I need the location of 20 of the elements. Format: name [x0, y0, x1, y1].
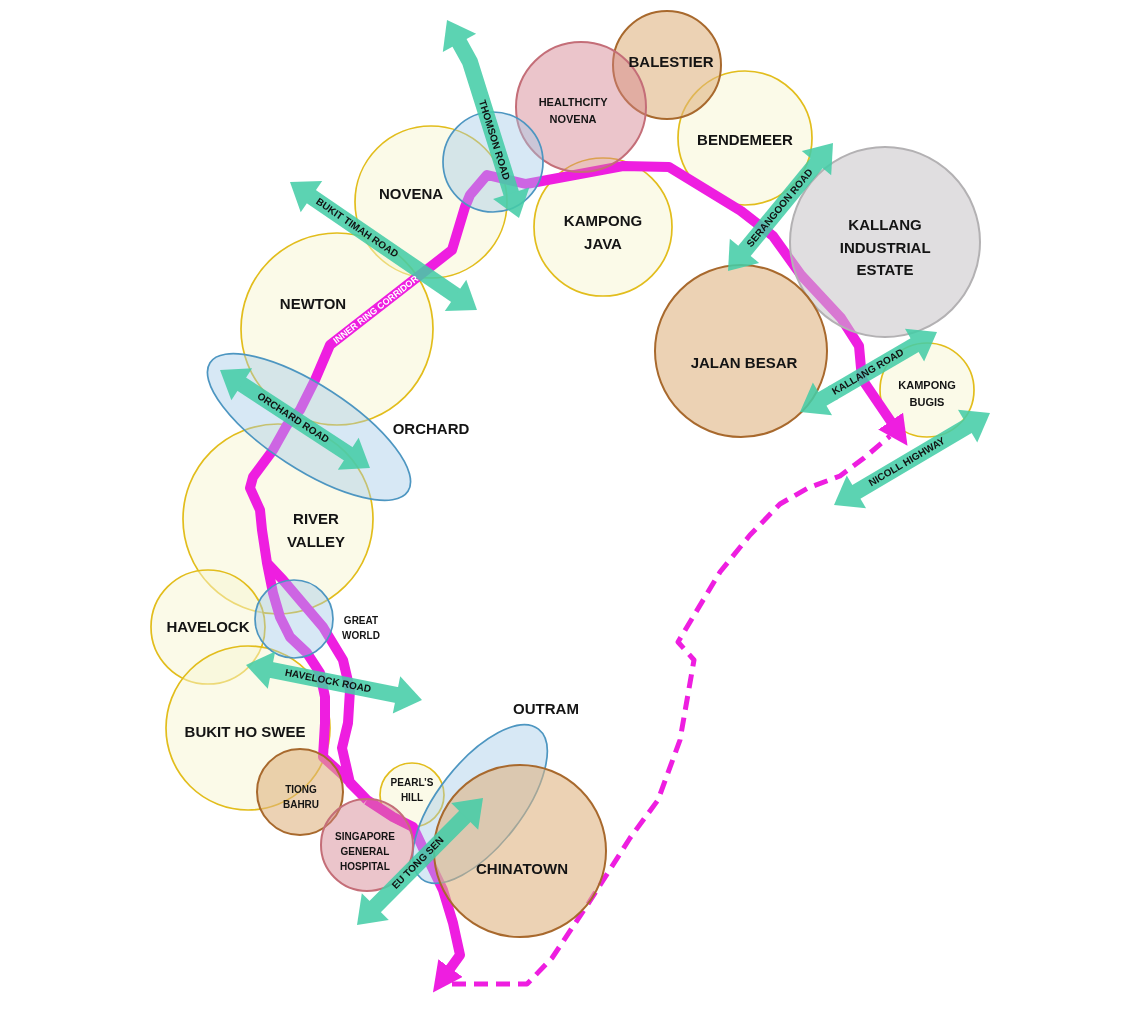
- area-name: BENDEMEER: [697, 131, 793, 149]
- area-name: GREAT WORLD: [342, 614, 380, 643]
- area-name: HEALTHCITY NOVENA: [538, 94, 608, 126]
- area-name: KAMPONG JAVA: [563, 210, 643, 253]
- area-name: KALLANG INDUSTRIAL ESTATE: [839, 215, 931, 281]
- area-name: KAMPONG BUGIS: [898, 377, 956, 409]
- area-name: OUTRAM: [513, 700, 579, 718]
- area-name: TIONG BAHRU: [282, 783, 320, 812]
- road-label: HAVELOCK ROAD: [284, 667, 372, 695]
- area-name: SINGAPORE GENERAL HOSPITAL: [335, 829, 395, 874]
- area-name: NOVENA: [378, 185, 444, 203]
- area-name: CHINATOWN: [476, 860, 568, 878]
- area-name: BUKIT HO SWEE: [184, 723, 306, 741]
- area-name: HAVELOCK: [166, 618, 250, 636]
- area-name: PEARL’S HILL: [390, 776, 434, 805]
- area-name: RIVER VALLEY: [286, 508, 346, 551]
- area-name: ORCHARD: [392, 420, 470, 438]
- area-name: JALAN BESAR: [690, 354, 798, 372]
- area-name: NEWTON: [279, 295, 347, 313]
- area-name: BALESTIER: [628, 53, 714, 71]
